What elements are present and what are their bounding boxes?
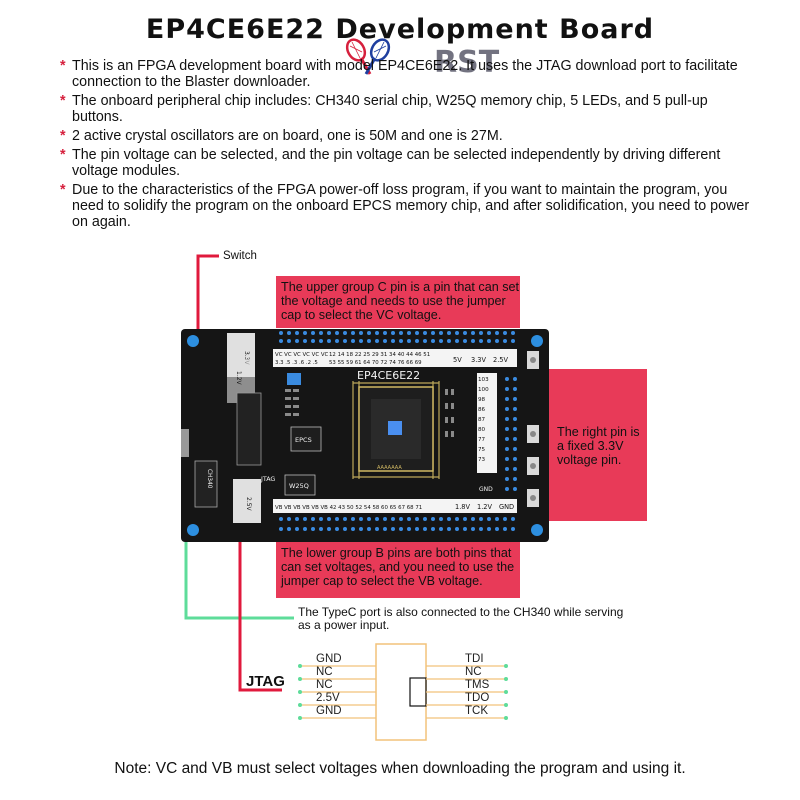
feature-item: *2 active crystal oscillators are on boa…: [60, 128, 503, 144]
jtag-pin-right: TDI: [465, 653, 484, 665]
fpga-chip: EP4CE6E22 AAAAAAA: [352, 369, 440, 479]
jtag-wire: [238, 470, 282, 692]
feature-item: *Due to the characteristics of the FPGA …: [60, 182, 750, 230]
svg-text:1.2V: 1.2V: [477, 503, 492, 511]
svg-text:12 14 18 22 25 29 31 34 40 44: 12 14 18 22 25 29 31 34 40 44 46 51: [329, 352, 430, 358]
board-25v-label: 2.5V: [493, 356, 508, 364]
bullet-marker: *: [60, 128, 66, 144]
board-12v-left: 1.2V: [235, 371, 242, 386]
feature-item: *This is an FPGA development board with …: [60, 58, 738, 90]
logo-text: RST: [434, 45, 500, 80]
mount-hole: [531, 524, 543, 536]
jtag-board-label: JTAG: [260, 476, 275, 483]
chip-label: EP4CE6E22: [357, 369, 420, 382]
typec-label: The TypeC port is also connected to the …: [298, 605, 624, 632]
epcs-label: EPCS: [295, 436, 312, 444]
rst-logo: RST: [345, 38, 500, 80]
bullet-marker: *: [60, 182, 66, 198]
mount-hole: [187, 335, 199, 347]
feature-item: *The onboard peripheral chip includes: C…: [60, 93, 708, 125]
board-gnd-label-right: GND: [479, 486, 493, 493]
button-column: [527, 351, 539, 507]
board-18v-label: 1.8V: [455, 503, 470, 511]
w25q-chip: W25Q: [284, 474, 316, 496]
fpga-board: VC VC VC VC VC VC 3.3 .5 .3 .6 .2 .5 12 …: [181, 329, 549, 542]
jtag-pin-left: GND: [316, 653, 342, 665]
ch340-label: CH340: [206, 469, 212, 489]
jtag-pin-right: TMS: [465, 679, 490, 691]
board-25v-left: 2.5V: [245, 497, 252, 512]
board-gnd-label-bottom: GND: [499, 503, 514, 511]
jtag-pin-right: TDO: [465, 692, 490, 704]
mount-hole: [531, 335, 543, 347]
smd-components: [285, 389, 454, 437]
feature-item: *The pin voltage can be selected, and th…: [60, 147, 721, 179]
board-33v-label: 3.3V: [471, 356, 486, 364]
jtag-header-box: [375, 643, 427, 741]
svg-text:103: 103: [478, 377, 489, 383]
jtag-pin-left: NC: [316, 666, 333, 678]
epcs-chip: EPCS: [290, 426, 322, 452]
chip-code: AAAAAAA: [377, 465, 402, 471]
svg-text:98: 98: [478, 397, 486, 403]
w25q-label: W25Q: [289, 482, 309, 490]
jtag-pin-left: NC: [316, 679, 333, 691]
page-title: EP4CE6E22 Development Board: [145, 14, 655, 45]
bullet-marker: *: [60, 58, 66, 74]
svg-text:VB VB VB VB VB VB 42 43 50 52: VB VB VB VB VB VB 42 43 50 52 54 58 60 6…: [275, 505, 422, 511]
lower-group-callout: The lower group B pins are both pins tha…: [276, 542, 520, 598]
svg-text:75: 75: [478, 447, 486, 453]
mount-hole: [187, 524, 199, 536]
svg-text:3.3 .5 .3 .6 .2 .5: 3.3 .5 .3 .6 .2 .5: [275, 360, 318, 366]
svg-text:87: 87: [478, 417, 486, 423]
jtag-connector: JTAG: [236, 392, 275, 483]
svg-text:73: 73: [478, 457, 486, 463]
switch-label: Switch: [223, 250, 257, 262]
bullet-marker: *: [60, 93, 66, 109]
svg-text:86: 86: [478, 407, 486, 413]
bottom-header-pins: [279, 517, 515, 531]
feature-list: *This is an FPGA development board with …: [60, 58, 752, 233]
svg-text:VC VC VC VC VC VC: VC VC VC VC VC VC: [275, 352, 329, 358]
svg-text:100: 100: [478, 387, 489, 393]
jtag-pin-left: GND: [316, 705, 342, 717]
right-header-pins: [505, 377, 517, 491]
svg-text:80: 80: [478, 427, 486, 433]
jtag-key-notch: [409, 677, 427, 707]
board-33v-left: 3.3V: [243, 351, 250, 366]
crystal-oscillator: [287, 373, 301, 385]
typec-port: [181, 429, 189, 457]
bullet-marker: *: [60, 147, 66, 163]
footer-note: Note: VC and VB must select voltages whe…: [114, 760, 686, 777]
svg-text:53 55 59 61 64 70 72 74 76 66: 53 55 59 61 64 70 72 74 76 66 69: [329, 360, 422, 366]
svg-text:77: 77: [478, 437, 486, 443]
jtag-pin-right: NC: [465, 666, 482, 678]
upper-group-callout: The upper group C pin is a pin that can …: [276, 276, 520, 328]
board-5v-label: 5V: [453, 356, 462, 364]
right-pin-callout: The right pin is a fixed 3.3V voltage pi…: [549, 369, 647, 521]
racket-icon: [345, 38, 391, 75]
jtag-pin-left: 2.5V: [316, 692, 340, 704]
jtag-pin-right: TCK: [465, 705, 488, 717]
jtag-pinout: [298, 643, 508, 741]
jtag-label: JTAG: [246, 673, 285, 690]
ch340-chip: CH340: [194, 460, 218, 508]
top-header-pins: [279, 331, 515, 343]
